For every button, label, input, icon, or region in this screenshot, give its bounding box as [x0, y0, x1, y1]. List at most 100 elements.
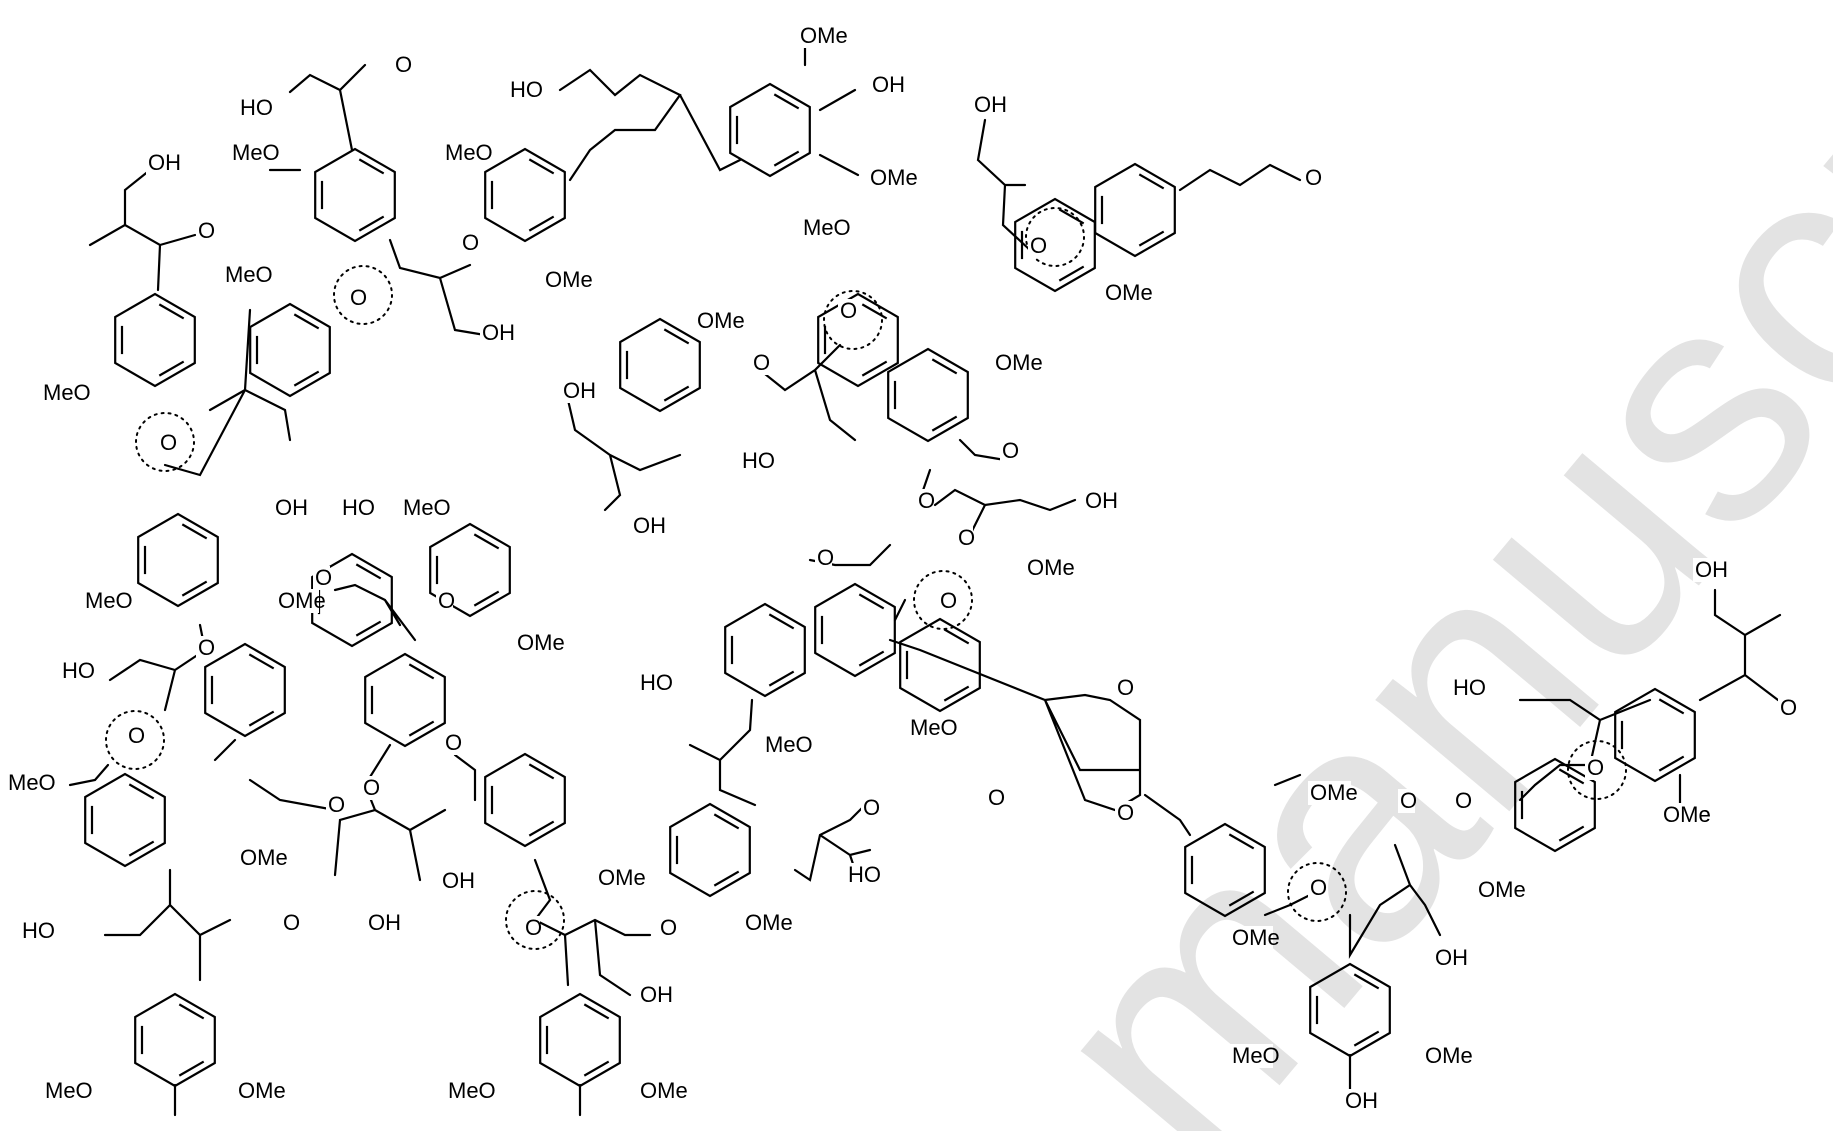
label-background	[596, 866, 639, 890]
label-background	[1693, 558, 1723, 582]
atom-label: MeO	[8, 770, 56, 795]
atom-label: OH	[1695, 557, 1728, 582]
atom-label: MeO	[910, 715, 958, 740]
label-background	[196, 219, 213, 243]
atom-label: OMe	[278, 588, 326, 613]
benzene-ring	[114, 292, 196, 388]
label-background	[798, 24, 841, 48]
label-background	[543, 268, 586, 292]
label-background	[561, 379, 591, 403]
double-bond	[248, 653, 275, 670]
double-bond	[1058, 265, 1085, 282]
atom-label: O	[1455, 788, 1472, 813]
double-bond	[1138, 230, 1165, 247]
atom-label: HO	[240, 95, 273, 120]
atom-label: O	[817, 545, 834, 570]
label-background	[313, 566, 330, 590]
benzene-ring	[204, 642, 286, 738]
atom-label: MeO	[403, 495, 451, 520]
double-bond	[181, 523, 208, 540]
label-background	[196, 636, 213, 660]
label-background	[1476, 878, 1519, 902]
label-background	[508, 78, 538, 102]
benzene-ring	[724, 602, 806, 698]
label-background	[1343, 1089, 1373, 1113]
label-background	[1230, 1044, 1273, 1068]
label-background	[1308, 781, 1351, 805]
atom-label: O	[840, 298, 857, 323]
label-background	[436, 589, 453, 613]
label-background	[631, 514, 661, 538]
label-background	[340, 496, 370, 520]
atom-label: OMe	[1478, 877, 1526, 902]
atom-label: OMe	[640, 1078, 688, 1103]
double-bond	[773, 93, 800, 110]
atom-label: OH	[148, 150, 181, 175]
atom-label: MeO	[445, 140, 493, 165]
double-bond	[528, 820, 555, 837]
atom-label: O	[328, 792, 345, 817]
benzene-ring	[484, 147, 566, 243]
benzene-ring	[249, 302, 331, 398]
double-bond	[355, 620, 382, 637]
label-background	[281, 911, 298, 935]
atom-label: OH	[872, 72, 905, 97]
atom-label: O	[438, 588, 455, 613]
double-bond	[248, 710, 275, 727]
double-bond	[943, 685, 970, 702]
double-bond	[583, 1060, 610, 1077]
benzene-ring	[814, 582, 896, 678]
atom-label: OH	[640, 982, 673, 1007]
double-bond	[355, 563, 382, 580]
label-background	[743, 911, 786, 935]
atom-label: HO	[22, 918, 55, 943]
atom-label: O	[128, 723, 145, 748]
double-bond	[861, 303, 888, 320]
double-bond	[713, 870, 740, 887]
label-background	[1451, 676, 1481, 700]
double-bond	[528, 158, 555, 175]
label-background	[326, 793, 343, 817]
double-bond	[1658, 755, 1685, 772]
label-background	[861, 796, 878, 820]
label-background	[870, 73, 900, 97]
double-bond	[178, 1003, 205, 1020]
label-background	[1398, 789, 1415, 813]
atom-label: O	[940, 588, 957, 613]
atom-label: O	[1030, 233, 1047, 258]
atom-label: OH	[1085, 488, 1118, 513]
atom-label: OMe	[240, 845, 288, 870]
atom-label: MeO	[85, 588, 133, 613]
label-background	[443, 141, 486, 165]
atom-label: O	[160, 430, 177, 455]
label-background	[1661, 803, 1704, 827]
atom-label: O	[958, 525, 975, 550]
label-background	[1585, 756, 1602, 780]
double-bond	[858, 650, 885, 667]
atom-label: MeO	[232, 140, 280, 165]
label-background	[1083, 489, 1113, 513]
atom-label: OMe	[517, 630, 565, 655]
atom-label: O	[363, 775, 380, 800]
atom-label: O	[660, 915, 677, 940]
label-background	[740, 449, 770, 473]
atom-label: OH	[1345, 1088, 1378, 1113]
label-background	[846, 863, 876, 887]
label-background	[938, 589, 955, 613]
atom-label: MeO	[1232, 1043, 1280, 1068]
double-bond	[858, 593, 885, 610]
double-bond	[943, 628, 970, 645]
double-bond	[713, 813, 740, 830]
benzene-ring	[484, 752, 566, 848]
double-bond	[768, 670, 795, 687]
label-background	[443, 731, 460, 755]
label-background	[273, 496, 303, 520]
label-background	[1115, 801, 1132, 825]
double-bond	[528, 215, 555, 232]
atom-label: O	[988, 785, 1005, 810]
benzene-ring	[729, 82, 811, 178]
label-background	[238, 96, 268, 120]
label-background	[20, 919, 50, 943]
ether-linkage-circle	[913, 570, 973, 630]
benzene-ring	[311, 552, 393, 648]
